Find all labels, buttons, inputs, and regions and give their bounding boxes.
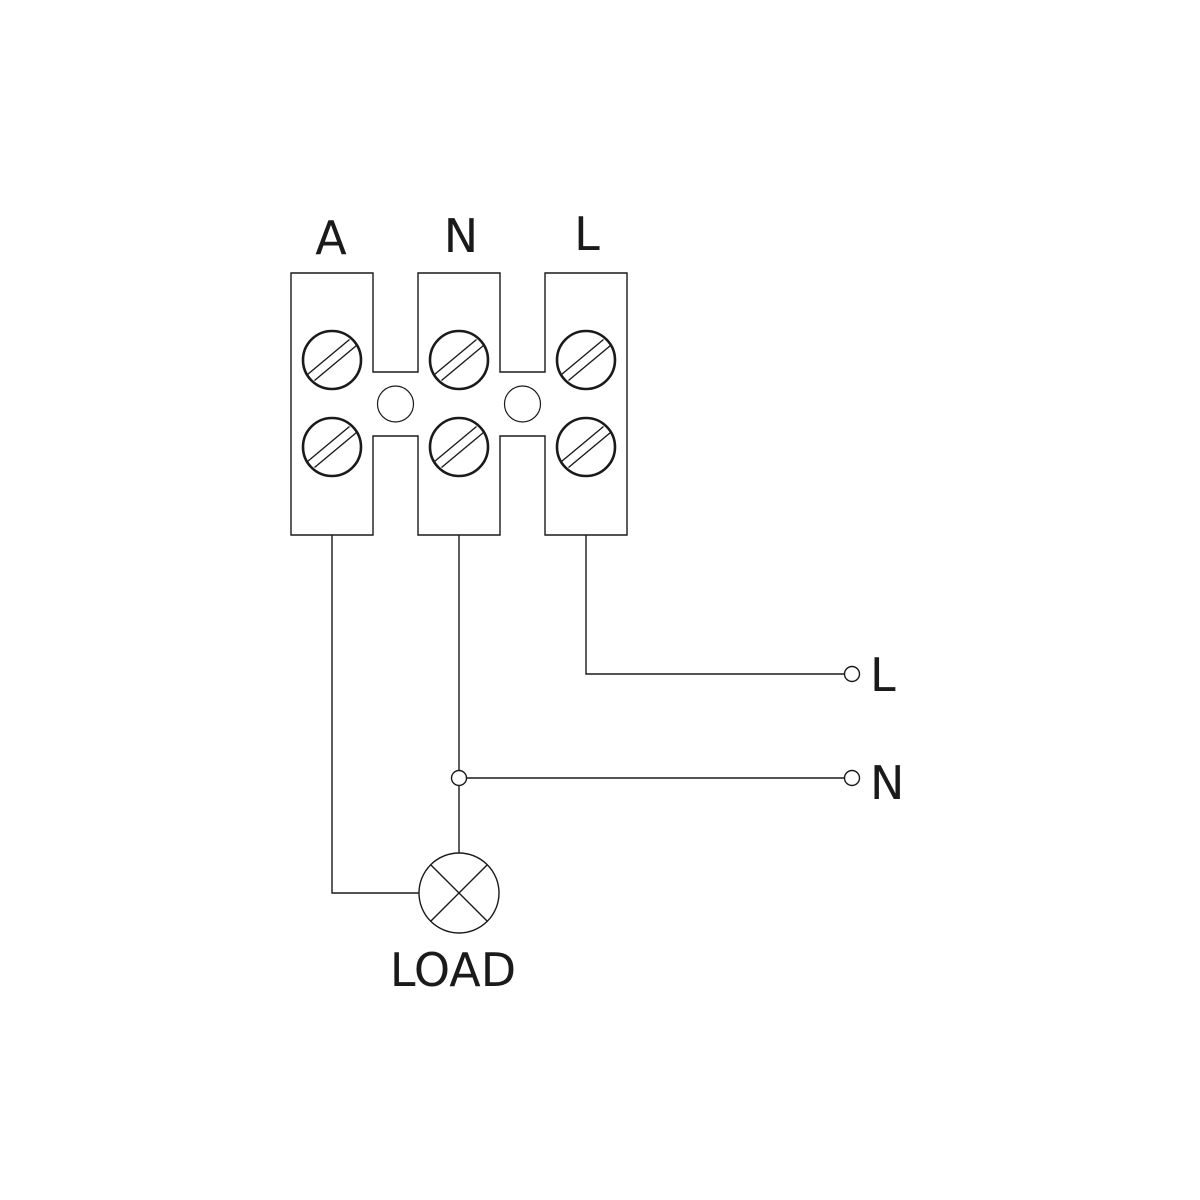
supply-terminal-l bbox=[843, 665, 861, 683]
supply-terminal-n bbox=[843, 769, 861, 787]
load-label: LOAD bbox=[390, 943, 516, 997]
screw-a-bottom-icon bbox=[301, 416, 363, 478]
screw-a-top-icon bbox=[301, 329, 363, 391]
terminal-block-outline bbox=[290, 272, 628, 536]
load-lamp-icon bbox=[418, 852, 500, 934]
terminal-label-n: N bbox=[444, 209, 478, 263]
supply-label-l: L bbox=[870, 648, 896, 702]
screw-l-top-icon bbox=[555, 329, 617, 391]
terminal-label-l: L bbox=[574, 207, 600, 261]
supply-label-n: N bbox=[870, 756, 904, 810]
screw-l-bottom-icon bbox=[555, 416, 617, 478]
terminal-block bbox=[290, 272, 628, 536]
bridge-hole-left bbox=[376, 385, 415, 423]
bridge-hole-right bbox=[503, 385, 542, 423]
wire-output-a-to-load bbox=[331, 535, 419, 894]
screw-n-bottom-icon bbox=[428, 416, 490, 478]
screw-n-top-icon bbox=[428, 329, 490, 391]
neutral-junction-node bbox=[450, 769, 468, 787]
terminal-label-a: A bbox=[315, 211, 347, 265]
wire-line-supply bbox=[585, 535, 845, 675]
